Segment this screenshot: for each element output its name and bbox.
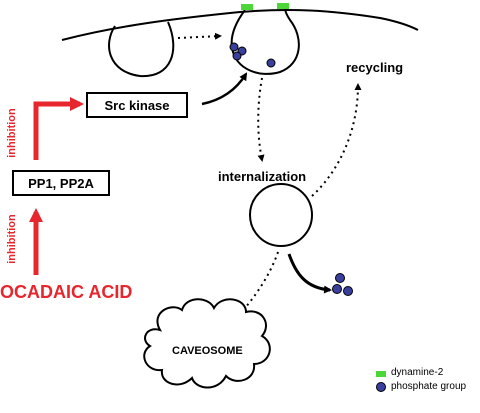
arrow-to-internalization (257, 77, 265, 162)
dynamine-2-right (277, 3, 289, 9)
inhibition-lower-label: inhibition (6, 214, 18, 264)
phosphate-released-2 (332, 284, 342, 294)
arrow-to-recycling (311, 83, 362, 197)
caveosome-label: CAVEOSOME (172, 345, 243, 357)
src-kinase-label: Src kinase (104, 97, 170, 113)
pp-box: PP1, PP2A (12, 170, 110, 196)
internalization-label: internalization (218, 169, 307, 184)
legend-dynamine-label: dynamine-2 (391, 367, 444, 378)
caveola-left (108, 21, 175, 78)
inhibition-upper-label: inhibition (6, 108, 18, 158)
dynamine-2-left (241, 4, 253, 10)
arrow-to-caveosome (234, 251, 279, 320)
pp-label: PP1, PP2A (28, 175, 94, 191)
caveola-right (230, 7, 300, 75)
arrow-caveola-transition (177, 32, 222, 40)
legend-dynamine-swatch (376, 371, 386, 377)
src-kinase-box: Src kinase (86, 92, 188, 118)
legend-phosphate-label: phosphate group (391, 381, 467, 392)
phosphate-dot-1 (229, 42, 239, 52)
arrow-src-to-caveola (201, 72, 248, 106)
legend-phosphate-swatch (376, 382, 386, 392)
plasma-membrane (61, 9, 419, 41)
red-arrow-pp-to-src (33, 97, 84, 160)
internalized-vesicle (249, 183, 313, 247)
ocadaic-acid-label: OCADAIC ACID (0, 282, 133, 302)
phosphate-released-1 (335, 273, 345, 283)
phosphate-released-3 (343, 286, 353, 296)
phosphate-dot-4 (266, 58, 276, 68)
recycling-label: recycling (346, 60, 404, 75)
phosphate-dot-3 (232, 51, 242, 61)
caveosome-shape (143, 298, 271, 389)
arrow-phosphate-release (287, 253, 332, 294)
